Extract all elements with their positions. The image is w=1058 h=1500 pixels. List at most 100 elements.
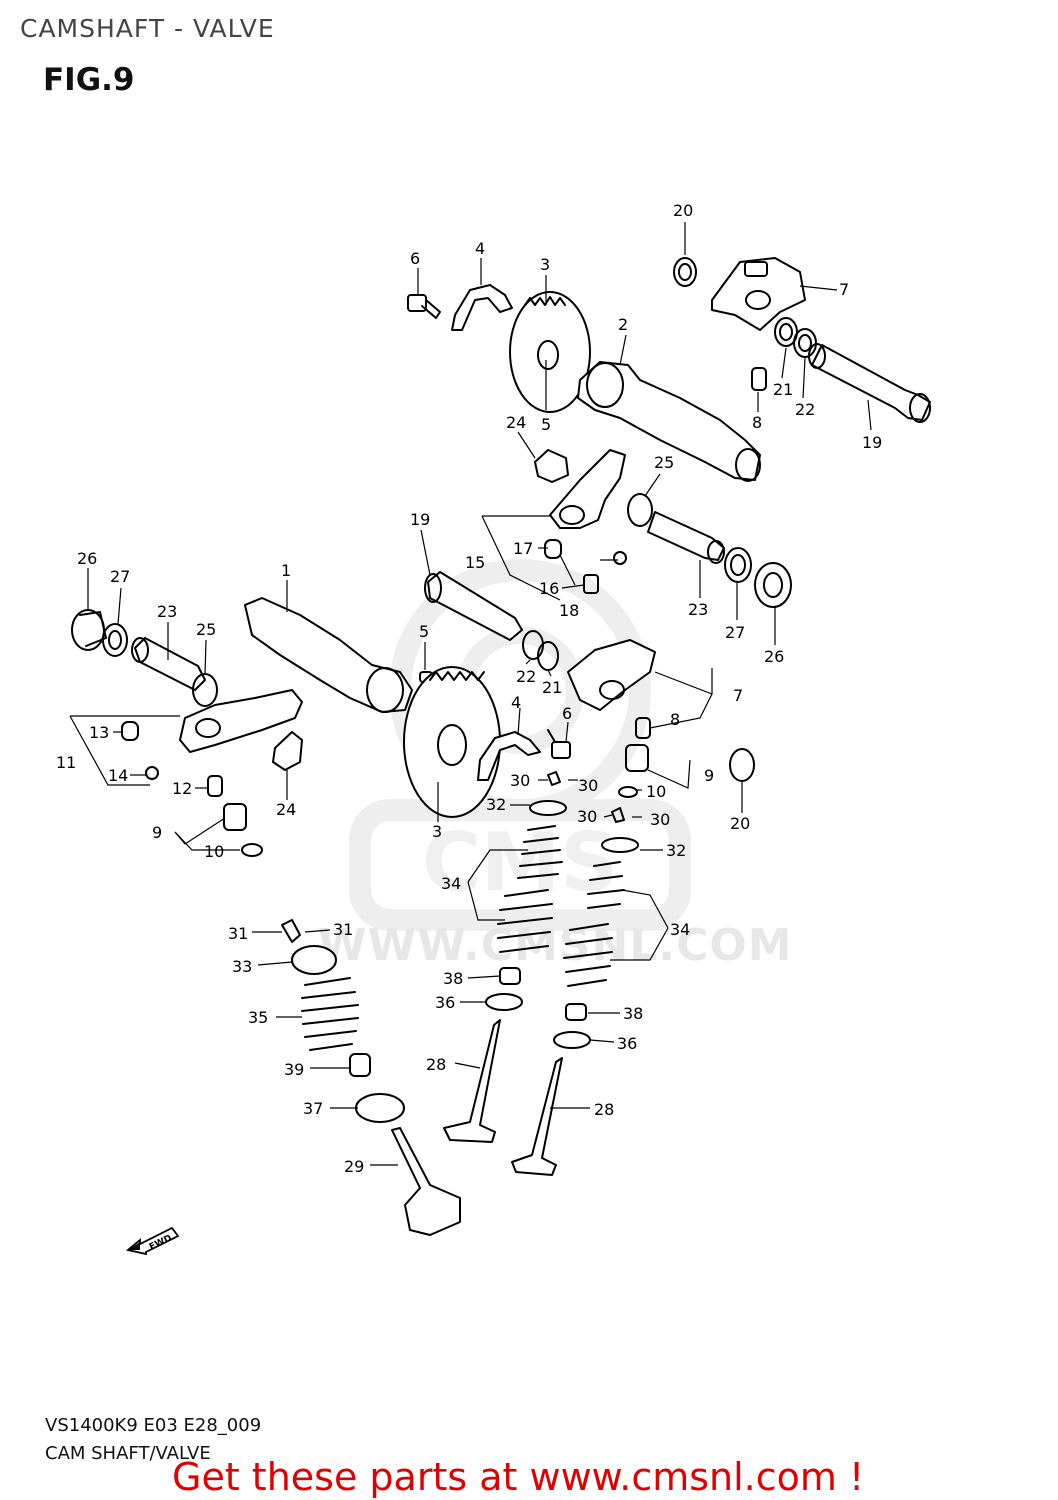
rocker-shaft-19-middle [424, 571, 523, 641]
callout-25-middle: 25 [654, 453, 674, 472]
camshaft-2-upper [577, 361, 761, 482]
shim-20-lower [729, 748, 755, 782]
washer-22-middle [522, 630, 544, 660]
washer-27-left [102, 623, 128, 657]
retainer-32-upper [529, 800, 567, 816]
shim-20-upper [673, 257, 697, 287]
callout-7-lower: 7 [733, 686, 743, 705]
adjuster-pin-12 [207, 775, 223, 797]
callout-21-upper: 21 [773, 380, 793, 399]
locknut-16 [583, 574, 599, 594]
fwd-arrow-icon: FWD [126, 1226, 180, 1256]
callout-30-c: 30 [577, 807, 597, 826]
bolt-6-upper [407, 294, 441, 319]
callout-7-upper: 7 [839, 280, 849, 299]
callout-38-a: 38 [443, 969, 463, 988]
cotter-31 [281, 919, 301, 943]
callout-24-lower: 24 [276, 800, 296, 819]
adjuster-pin-8-upper [751, 367, 767, 391]
callout-28-a: 28 [426, 1055, 446, 1074]
adjuster-pin-8-lower [635, 717, 651, 739]
oring-10-lower [618, 786, 638, 798]
callout-26-left: 26 [77, 549, 97, 568]
callout-2-upper: 2 [618, 315, 628, 334]
callout-15: 15 [465, 553, 485, 572]
callout-38-b: 38 [623, 1004, 643, 1023]
oil-seal-38-b [565, 1003, 587, 1021]
callout-10-left: 10 [204, 842, 224, 861]
callout-13: 13 [89, 723, 109, 742]
chain-guide-4-upper [451, 284, 513, 331]
rocker-shaft-19-upper [808, 343, 931, 423]
shim-24-lower [272, 731, 303, 771]
callout-26-right: 26 [764, 647, 784, 666]
valve-28-a [443, 1019, 501, 1143]
callout-32-a: 32 [486, 795, 506, 814]
callout-37: 37 [303, 1099, 323, 1118]
rocker-shaft-23-middle [647, 511, 725, 564]
callout-11: 11 [56, 753, 76, 772]
callout-5-upper: 5 [541, 415, 551, 434]
callout-3-lower: 3 [432, 822, 442, 841]
oring-10-left [241, 843, 263, 857]
spring-seat-37 [355, 1093, 405, 1123]
camshaft-1-lower [244, 597, 413, 713]
rocker-shaft-23-left [131, 637, 206, 691]
callout-31-b: 31 [333, 920, 353, 939]
rocker-arm-upper [711, 257, 806, 331]
callout-30-d: 30 [650, 810, 670, 829]
callout-4-lower: 4 [511, 693, 521, 712]
callout-1: 1 [281, 561, 291, 580]
spring-seat-36-b [553, 1031, 591, 1049]
callout-12: 12 [172, 779, 192, 798]
rocker-arm-15 [549, 449, 626, 529]
callout-20-lower: 20 [730, 814, 750, 833]
callout-22-upper: 22 [795, 400, 815, 419]
model-code: VS1400K9 E03 E28_009 [45, 1415, 262, 1436]
callout-16: 16 [539, 579, 559, 598]
callout-36-a: 36 [435, 993, 455, 1012]
callout-8-lower: 8 [670, 710, 680, 729]
callout-25-left: 25 [196, 620, 216, 639]
spring-34-outer-a [497, 889, 553, 953]
callout-39: 39 [284, 1060, 304, 1079]
cap-26-left [71, 609, 107, 651]
chain-guide-4-lower [477, 731, 541, 781]
callout-19-upper: 19 [862, 433, 882, 452]
callout-27-left: 27 [110, 567, 130, 586]
callout-18: 18 [559, 601, 579, 620]
callout-21-middle: 21 [542, 678, 562, 697]
cotter-30-a [547, 771, 561, 786]
callout-36-b: 36 [617, 1034, 637, 1053]
callout-5-lower: 5 [419, 622, 429, 641]
callout-14: 14 [108, 766, 128, 785]
callout-22-middle: 22 [516, 667, 536, 686]
callout-33: 33 [232, 957, 252, 976]
adjuster-screw-13 [121, 721, 139, 741]
callout-30-a: 30 [510, 771, 530, 790]
spring-34-inner-b [587, 861, 625, 909]
callout-8-upper: 8 [752, 413, 762, 432]
spring-35 [301, 977, 359, 1051]
oil-seal-39 [349, 1053, 371, 1077]
callout-32-b: 32 [666, 841, 686, 860]
washer-25-middle [627, 493, 653, 527]
promo-link[interactable]: Get these parts at www.cmsnl.com ! [172, 1455, 865, 1499]
callout-35: 35 [248, 1008, 268, 1027]
callout-9-left: 9 [152, 823, 162, 842]
valve-29 [391, 1127, 461, 1236]
rocker-arm-11 [179, 689, 303, 753]
spring-34-inner-a [517, 825, 563, 879]
callout-34-a: 34 [441, 874, 461, 893]
callout-31-a: 31 [228, 924, 248, 943]
callout-30-b: 30 [578, 776, 598, 795]
tappet-9-left [223, 803, 247, 831]
valve-28-b [511, 1057, 563, 1176]
callout-23-left: 23 [157, 602, 177, 621]
watermark-text: WWW.CMSNL.COM [318, 920, 793, 971]
page-title: CAMSHAFT - VALVE [20, 14, 275, 43]
shim-24-upper [534, 449, 569, 483]
section-name: CAM SHAFT/VALVE [45, 1443, 211, 1464]
spring-34-outer-b [563, 923, 613, 987]
